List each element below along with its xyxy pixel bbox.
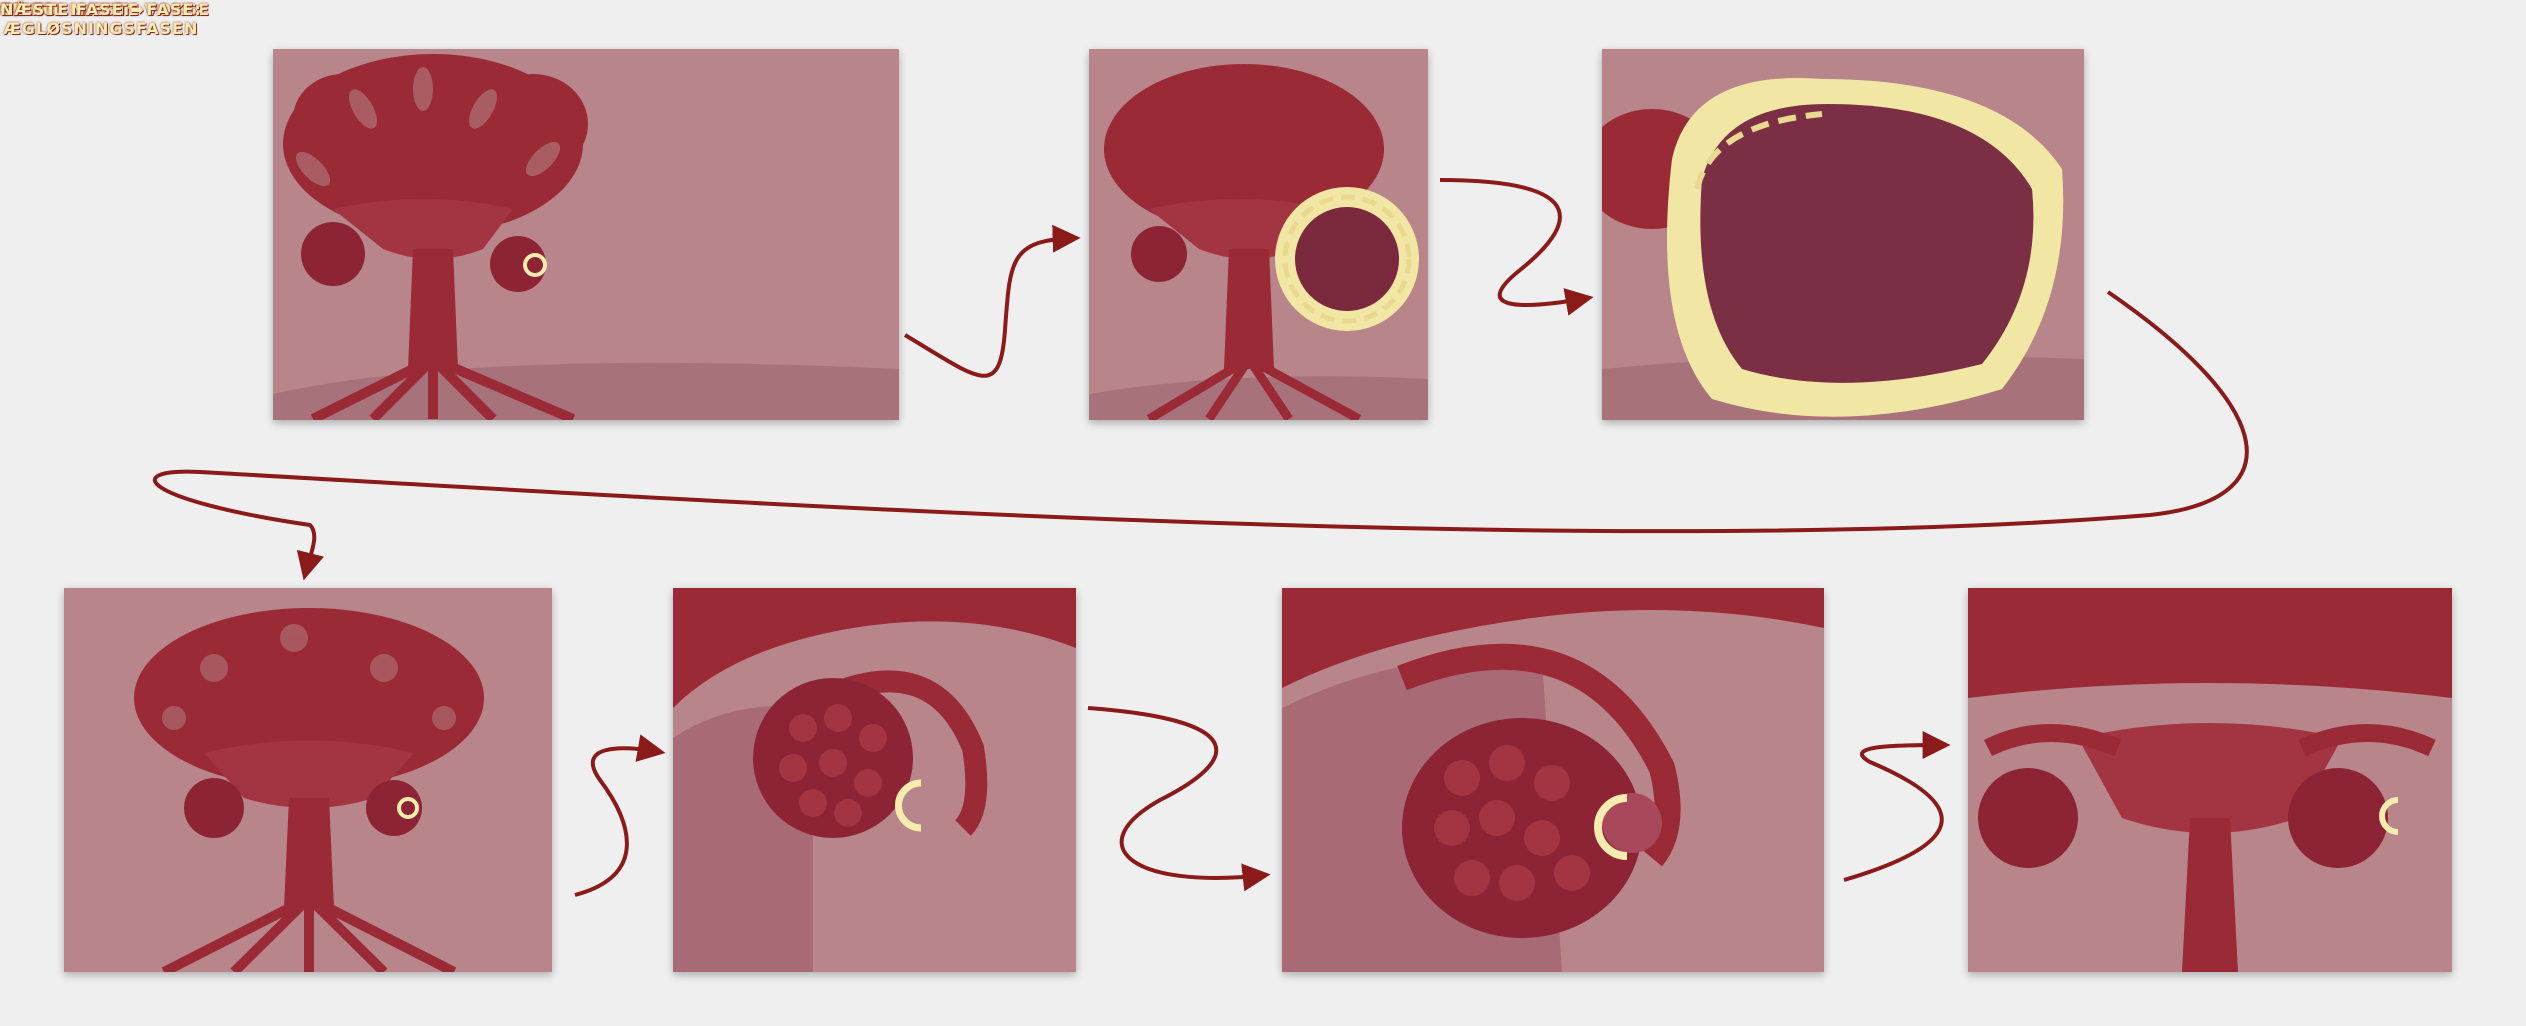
storyboard-frame-3 — [1602, 49, 2084, 420]
tree-follicle-highlight-illustration — [1089, 64, 1428, 420]
ovary-zoom-illustration — [673, 588, 1076, 972]
next-phase-button[interactable]: NÆSTE FASE ➡ — [0, 0, 145, 19]
storyboard-frame-7 — [1968, 588, 2452, 972]
next-phase-button-label: NÆSTE FASE — [0, 0, 124, 19]
next-phase-label-line1: GÅ TIL NÆSTE FASE: — [0, 0, 202, 19]
storyboard-frame-4 — [64, 588, 552, 972]
next-phase-overlay-illustration — [1602, 78, 2084, 420]
arrow-frame1-to-frame2 — [903, 224, 1081, 378]
full-tree-uterus-illustration — [134, 608, 484, 972]
storyboard-frame-6 — [1282, 588, 1824, 972]
storyboard-frame-5 — [673, 588, 1076, 972]
next-phase-label-line2: ÆGLØSNINGSFASEN — [3, 19, 199, 38]
uterus-release-illustration — [1968, 588, 2452, 972]
tree-uterus-illustration — [273, 54, 899, 420]
storyboard-frame-1 — [273, 49, 899, 420]
arrow-frame6-to-frame7 — [1843, 731, 1951, 882]
next-phase-label: GÅ TIL NÆSTE FASE: ÆGLØSNINGSFASEN — [0, 0, 202, 38]
tap-title: TRYK — [0, 0, 51, 19]
arrow-frame2-to-frame3 — [1439, 178, 1594, 316]
arrow-frame5-to-frame6 — [1087, 706, 1271, 892]
watch-follicle-grow-subtitle: SE FOLLIKLEN VOKSE — [0, 0, 210, 19]
arrow-right-icon: ➡ — [130, 0, 145, 19]
storyboard-frame-2 — [1089, 49, 1428, 420]
arrow-frame4-to-frame5 — [574, 734, 666, 897]
ovary-closeup-illustration — [1282, 588, 1824, 972]
